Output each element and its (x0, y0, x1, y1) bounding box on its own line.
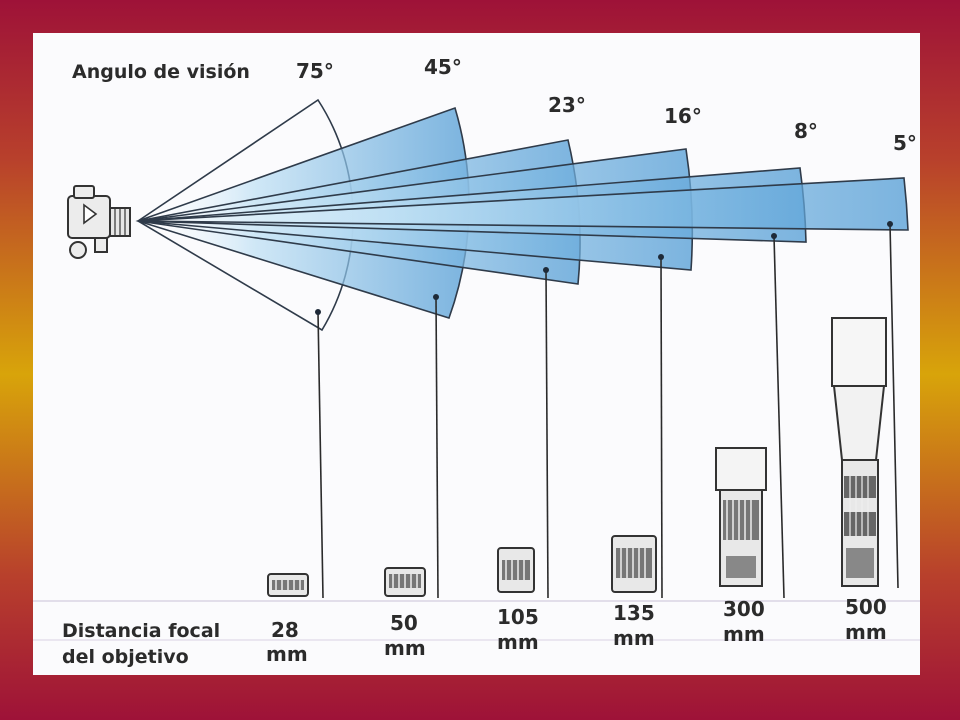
pointer-300mm-line (773, 235, 785, 599)
pointer-500mm-line (889, 223, 899, 589)
lens-icon-50mm (384, 567, 426, 597)
focal-value-28: 28 (271, 618, 299, 642)
focal-unit-50: mm (384, 636, 426, 660)
field-of-view-diagram: Angulo de visión Distancia focal del obj… (33, 55, 920, 668)
lens-icon-500mm (831, 317, 887, 587)
focal-unit-135: mm (613, 626, 655, 650)
angle-labels: 75° 45° 23° 16° 8° 5° (296, 55, 917, 155)
angle-label-28mm: 75° (296, 59, 334, 83)
pointer-500mm-dot (887, 221, 893, 227)
lens-icon-28mm (267, 573, 309, 597)
focal-value-105: 105 (497, 605, 539, 629)
view-cones (135, 98, 909, 332)
pointer-105mm-line (545, 269, 549, 599)
focal-heading-line1: Distancia focal (62, 620, 220, 642)
focal-unit-28: mm (266, 642, 308, 666)
focal-value-500: 500 (845, 595, 887, 619)
lens-icon-105mm (497, 547, 535, 593)
pointer-135mm-dot (658, 254, 664, 260)
focal-unit-105: mm (497, 630, 539, 654)
pointer-135mm-line (660, 256, 663, 599)
lens-icon-300mm (715, 447, 767, 587)
pointer-50mm-line (435, 296, 439, 599)
pointer-50mm-dot (433, 294, 439, 300)
pointer-28mm-line (317, 311, 324, 599)
camera-icon (67, 185, 131, 259)
focal-labels: 28 mm 50 mm 105 mm 135 mm 300 mm 500 mm (266, 595, 887, 666)
focal-heading-line2: del objetivo (62, 646, 189, 668)
angle-label-135mm: 16° (664, 104, 702, 128)
lens-icon-135mm (611, 535, 657, 593)
pointer-300mm-dot (771, 233, 777, 239)
angle-label-500mm: 5° (893, 131, 917, 155)
focal-value-300: 300 (723, 597, 765, 621)
angle-heading: Angulo de visión (72, 61, 250, 83)
focal-unit-300: mm (723, 622, 765, 646)
focal-unit-500: mm (845, 620, 887, 644)
pointer-105mm-dot (543, 267, 549, 273)
focal-value-50: 50 (390, 611, 418, 635)
pointer-28mm-dot (315, 309, 321, 315)
focal-value-135: 135 (613, 601, 655, 625)
angle-label-105mm: 23° (548, 93, 586, 117)
angle-label-300mm: 8° (794, 119, 818, 143)
cone-500mm (137, 177, 909, 231)
pointers (315, 221, 899, 599)
diagram-panel: Angulo de visión Distancia focal del obj… (33, 33, 920, 675)
angle-label-50mm: 45° (424, 55, 462, 79)
